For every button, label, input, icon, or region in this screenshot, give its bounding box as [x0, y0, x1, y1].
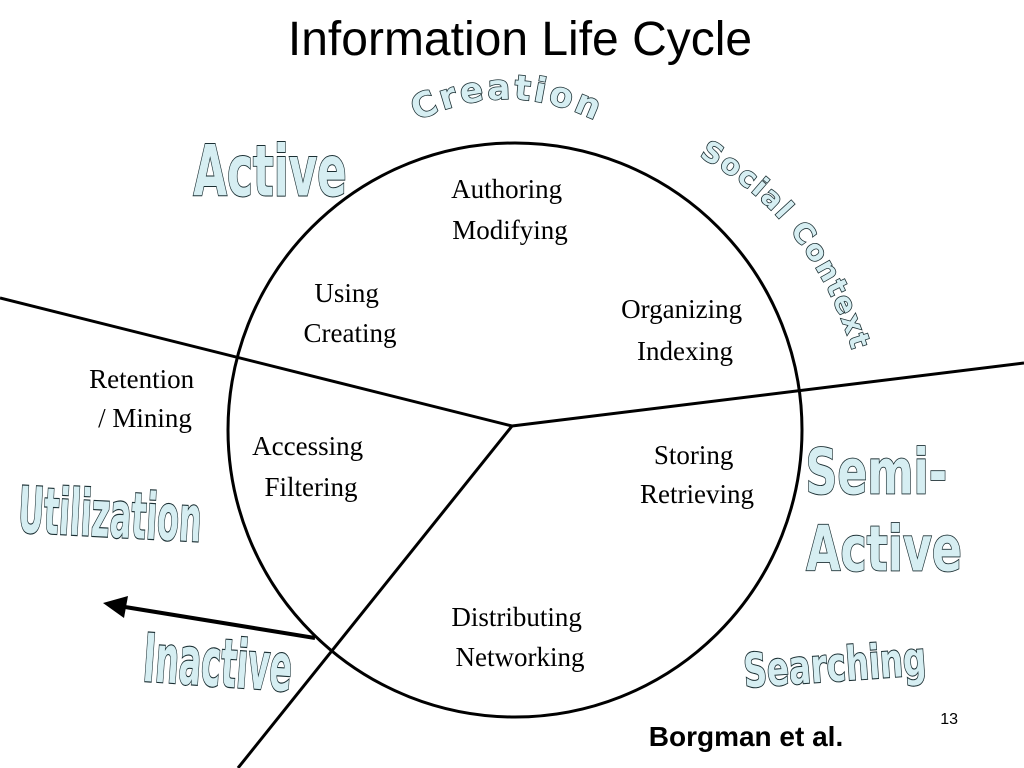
segment-storing-line1: Storing	[654, 440, 734, 470]
divider-line-active	[0, 296, 513, 428]
segment-using-creating: Using Creating	[304, 278, 397, 348]
phase-label-utilization: Utilization	[16, 472, 203, 556]
segment-accessing-line2: Filtering	[265, 472, 358, 502]
segment-storing-retrieving: Storing Retrieving	[640, 440, 754, 509]
retention-line2: / Mining	[98, 403, 192, 433]
inactive-arrow-head	[103, 596, 128, 618]
life-cycle-circle	[226, 141, 804, 719]
segment-authoring-line2: Modifying	[452, 215, 568, 245]
segment-authoring-line1: Authoring	[451, 174, 562, 204]
segment-distributing-line2: Networking	[456, 642, 585, 672]
segment-authoring-modifying: Authoring Modifying	[451, 174, 569, 245]
segment-organizing-line1: Organizing	[621, 294, 742, 324]
label-retention-mining: Retention / Mining	[89, 364, 201, 433]
segment-using-line2: Creating	[304, 318, 397, 348]
segment-organizing-line2: Indexing	[637, 336, 733, 366]
divider-line-inactive	[236, 425, 514, 768]
segment-organizing-indexing: Organizing Indexing	[621, 294, 749, 366]
segment-using-line1: Using	[314, 278, 379, 308]
phase-label-inactive: Inactive	[141, 620, 295, 707]
phase-semi-active-line2: Active	[806, 513, 962, 586]
slide-title: Information Life Cycle	[288, 13, 752, 66]
segment-accessing-filtering: Accessing Filtering	[252, 431, 370, 502]
segment-accessing-line1: Accessing	[252, 431, 363, 461]
segment-distributing-line1: Distributing	[451, 602, 582, 632]
phase-semi-active-line1: Semi-	[805, 436, 947, 509]
segment-storing-line2: Retrieving	[640, 479, 754, 509]
inactive-arrow-shaft	[124, 605, 316, 640]
slide-page-number: 13	[940, 711, 958, 728]
retention-line1: Retention	[89, 364, 194, 394]
phase-label-searching: Searching	[742, 633, 928, 699]
phase-label-active: Active	[193, 131, 347, 213]
phase-label-semi-active: Semi- Active	[805, 436, 962, 586]
phase-label-creation: Creation	[405, 68, 610, 130]
credit-borgman: Borgman et al.	[649, 721, 843, 752]
phase-creation-text: Creation	[404, 67, 607, 130]
segment-distributing-networking: Distributing Networking	[451, 602, 588, 672]
divider-line-semi-active	[511, 361, 1024, 428]
